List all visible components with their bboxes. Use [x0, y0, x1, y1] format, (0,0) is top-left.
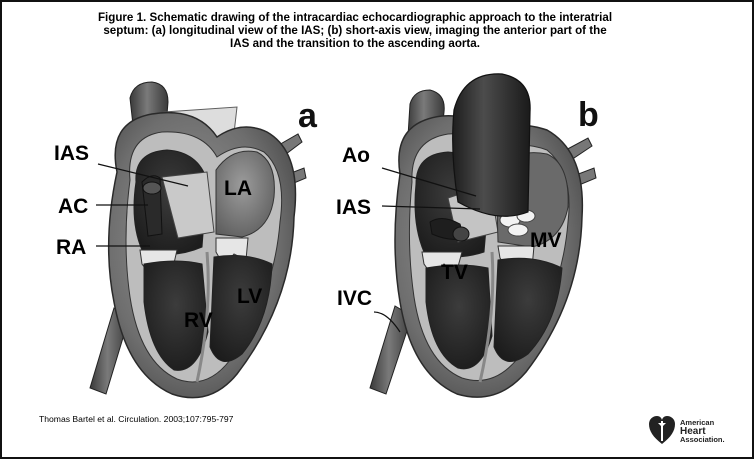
- label-b-ivc: IVC: [337, 287, 372, 310]
- label-a-ra: RA: [56, 236, 86, 259]
- panel-b-heart: [370, 74, 596, 397]
- label-a-rv: RV: [184, 309, 213, 332]
- label-a-ac: AC: [58, 195, 88, 218]
- panel-a-heart: [90, 82, 306, 398]
- label-a-la: LA: [224, 177, 252, 200]
- panel-letter-a: a: [298, 97, 318, 135]
- label-a-lv: LV: [237, 285, 262, 308]
- label-b-ao: Ao: [342, 144, 370, 167]
- label-b-ias: IAS: [336, 196, 371, 219]
- publisher-name: American Heart Association.: [680, 419, 725, 444]
- label-a-ias: IAS: [54, 142, 89, 165]
- label-b-tv: TV: [441, 261, 468, 284]
- panel-letter-b: b: [578, 96, 599, 134]
- aha-logo: American Heart Association.: [647, 411, 742, 451]
- citation: Thomas Bartel et al. Circulation. 2003;1…: [39, 414, 233, 424]
- heart-torch-icon: [647, 411, 677, 447]
- publisher-line-3: Association.: [680, 436, 725, 444]
- label-b-mv: MV: [530, 229, 562, 252]
